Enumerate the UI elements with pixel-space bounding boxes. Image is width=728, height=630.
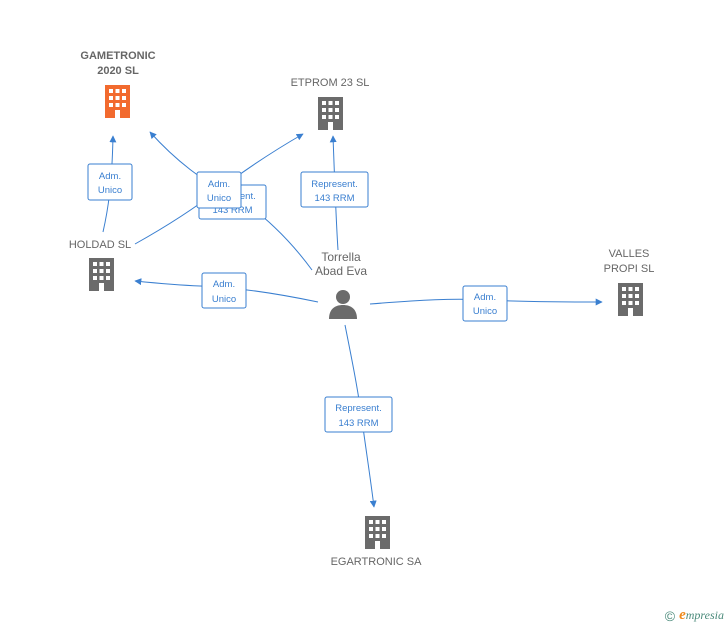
- edge-label-holdad-etprom[interactable]: Adm. Unico: [196, 171, 242, 209]
- edge-label-line2: 143 RRM: [314, 193, 354, 204]
- company-name-line1: EGARTRONIC SA: [331, 556, 423, 568]
- edge-label-line1: Represent.: [335, 403, 381, 414]
- edge-label-person-egartronic[interactable]: Represent. 143 RRM: [324, 396, 393, 433]
- edge-label-line2: Unico: [207, 193, 231, 204]
- edge-person-holdad: [134, 278, 319, 303]
- company-name-line1: ETPROM 23 SL: [291, 77, 370, 89]
- edge-label-line2: Unico: [212, 294, 236, 305]
- building-icon: [318, 97, 343, 130]
- edge-label-line2: Unico: [98, 185, 122, 196]
- copyright-symbol: ©: [664, 607, 676, 624]
- edge-label-line2: 143 RRM: [338, 418, 378, 429]
- empresia-credit: © empresia: [665, 607, 724, 624]
- company-node-gametronic[interactable]: GAMETRONIC 2020 SL: [80, 50, 156, 118]
- building-icon: [618, 283, 643, 316]
- building-icon: [105, 85, 130, 118]
- person-icon: [329, 290, 357, 319]
- edge-label-line1: Adm.: [213, 279, 235, 290]
- edge-label-line1: Represent.: [311, 179, 357, 190]
- company-node-etprom[interactable]: ETPROM 23 SL: [291, 77, 370, 130]
- edge-label-line1: Adm.: [99, 171, 121, 182]
- company-name-line1: GAMETRONIC: [80, 50, 155, 62]
- logo-text: mpresia: [685, 608, 724, 622]
- company-name-line2: 2020 SL: [97, 65, 139, 77]
- edge-label-person-holdad[interactable]: Adm. Unico: [201, 272, 247, 309]
- company-name-line2: PROPI SL: [604, 263, 655, 275]
- logo-initial: e: [679, 607, 686, 623]
- building-icon: [89, 258, 114, 291]
- edge-label-holdad-gametronic[interactable]: Adm. Unico: [87, 163, 133, 201]
- edge-label-line1: Adm.: [474, 292, 496, 303]
- building-icon: [365, 516, 390, 549]
- person-node-torrella[interactable]: Torrella Abad Eva: [315, 250, 367, 319]
- edge-label-line2: Unico: [473, 306, 497, 317]
- edge-label-person-valles[interactable]: Adm. Unico: [462, 285, 508, 322]
- person-name-line2: Abad Eva: [315, 264, 367, 278]
- company-node-holdad[interactable]: HOLDAD SL: [69, 239, 131, 291]
- person-name-line1: Torrella: [321, 250, 361, 264]
- company-node-valles[interactable]: VALLES PROPI SL: [604, 248, 655, 316]
- edge-label-line2: 143 RRM: [212, 205, 252, 216]
- company-node-egartronic[interactable]: EGARTRONIC SA: [331, 516, 423, 568]
- company-name-line1: VALLES: [609, 248, 650, 260]
- edge-label-person-etprom[interactable]: Represent. 143 RRM: [300, 171, 369, 208]
- edge-label-line1: Adm.: [208, 179, 230, 190]
- company-name-line1: HOLDAD SL: [69, 239, 131, 251]
- empresia-logo[interactable]: empresia: [679, 607, 724, 624]
